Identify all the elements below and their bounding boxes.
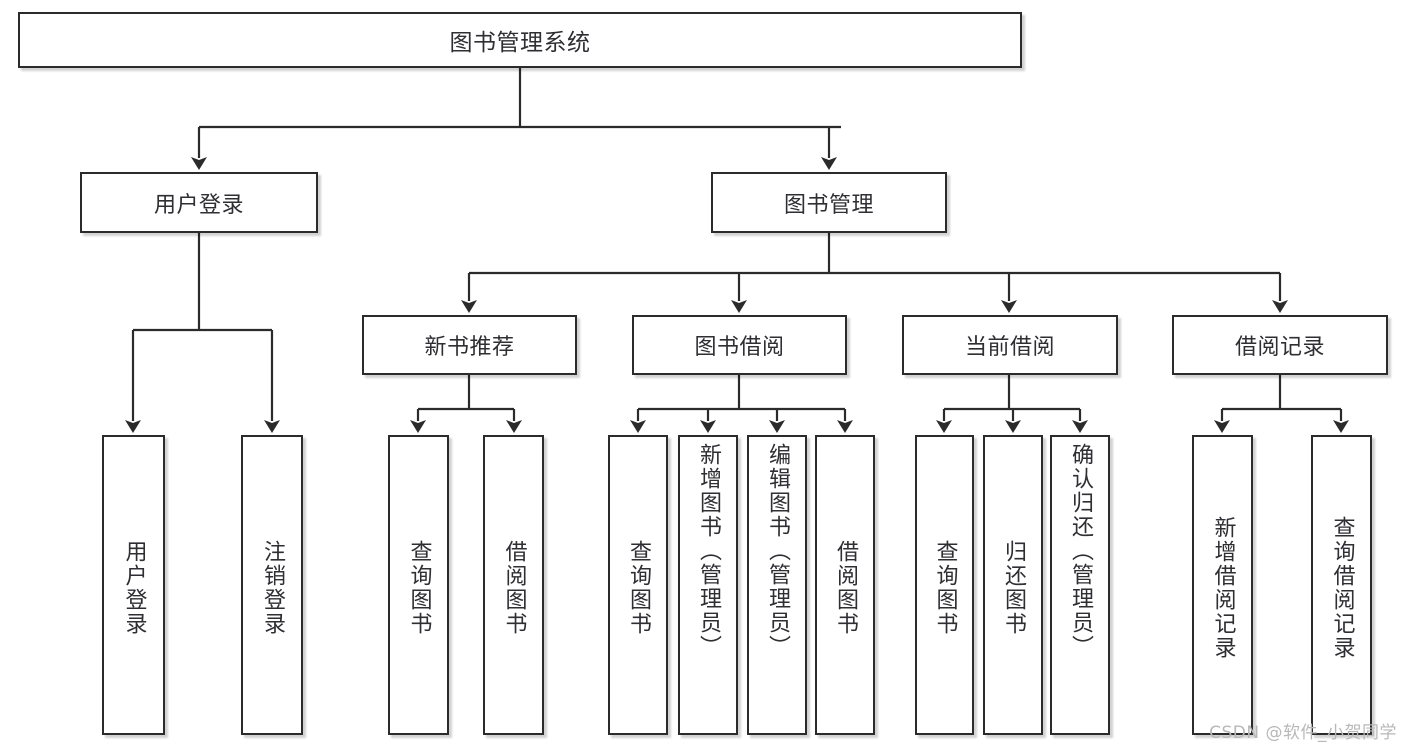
node-current-borrow[interactable]: 当前借阅 xyxy=(902,315,1118,375)
node-leaf-add-record-label: 新增借阅记录 xyxy=(1210,516,1236,660)
node-leaf-borrow-book-label: 借阅图书 xyxy=(832,540,858,636)
node-leaf-add-record[interactable]: 新增借阅记录 xyxy=(1192,435,1253,735)
node-leaf-edit-book[interactable]: 编辑图书（管理员） xyxy=(747,435,807,735)
node-leaf-user-login-label: 用户登录 xyxy=(121,540,147,636)
node-book-manage-label: 图书管理 xyxy=(783,192,874,218)
user-login-to-leaves-links xyxy=(125,233,280,433)
book-manage-to-level2-links xyxy=(461,233,1288,313)
node-new-book-recommend-label: 新书推荐 xyxy=(424,335,515,360)
node-borrow-record-label: 借阅记录 xyxy=(1234,335,1325,360)
new-book-recommend-to-leaves-links xyxy=(410,375,522,433)
current-borrow-to-leaves-links xyxy=(936,375,1088,433)
node-leaf-query-book-cur-label: 查询图书 xyxy=(932,540,958,636)
node-leaf-return-book-label: 归还图书 xyxy=(1000,540,1026,636)
node-borrow-record[interactable]: 借阅记录 xyxy=(1172,315,1388,375)
node-leaf-confirm-return[interactable]: 确认归还（管理员） xyxy=(1050,435,1110,735)
node-leaf-query-book-rec-label: 查询图书 xyxy=(406,540,432,636)
node-leaf-logout-label: 注销登录 xyxy=(259,540,285,636)
node-book-manage[interactable]: 图书管理 xyxy=(711,172,947,233)
node-leaf-query-book-borrow[interactable]: 查询图书 xyxy=(608,435,668,735)
node-leaf-return-book[interactable]: 归还图书 xyxy=(983,435,1043,735)
node-user-login[interactable]: 用户登录 xyxy=(80,172,318,233)
node-leaf-query-book-cur[interactable]: 查询图书 xyxy=(915,435,974,735)
node-leaf-borrow-book-rec-label: 借阅图书 xyxy=(501,540,527,636)
node-leaf-borrow-book-rec[interactable]: 借阅图书 xyxy=(483,435,544,735)
node-leaf-query-book-rec[interactable]: 查询图书 xyxy=(388,435,449,735)
node-root-label: 图书管理系统 xyxy=(449,30,591,56)
node-leaf-add-book-label: 新增图书（管理员） xyxy=(695,443,721,659)
node-root[interactable]: 图书管理系统 xyxy=(18,12,1022,68)
node-leaf-confirm-return-label: 确认归还（管理员） xyxy=(1067,443,1093,659)
node-leaf-borrow-book[interactable]: 借阅图书 xyxy=(815,435,875,735)
root-to-level1-links xyxy=(191,68,841,170)
node-current-borrow-label: 当前借阅 xyxy=(964,335,1055,360)
node-leaf-add-book[interactable]: 新增图书（管理员） xyxy=(678,435,738,735)
node-leaf-query-record-label: 查询借阅记录 xyxy=(1329,516,1355,660)
node-user-login-label: 用户登录 xyxy=(153,192,244,218)
book-borrow-to-leaves-links xyxy=(630,375,853,433)
node-leaf-logout[interactable]: 注销登录 xyxy=(241,435,303,735)
node-book-borrow[interactable]: 图书借阅 xyxy=(632,315,847,375)
node-leaf-query-record[interactable]: 查询借阅记录 xyxy=(1311,435,1372,735)
node-new-book-recommend[interactable]: 新书推荐 xyxy=(362,315,577,375)
node-leaf-edit-book-label: 编辑图书（管理员） xyxy=(764,443,790,659)
borrow-record-to-leaves-links xyxy=(1214,375,1349,433)
node-book-borrow-label: 图书借阅 xyxy=(694,335,785,360)
csdn-watermark: CSDN @软件_小贺同学 xyxy=(1209,723,1397,743)
node-leaf-user-login[interactable]: 用户登录 xyxy=(102,435,165,735)
node-leaf-query-book-borrow-label: 查询图书 xyxy=(625,540,651,636)
